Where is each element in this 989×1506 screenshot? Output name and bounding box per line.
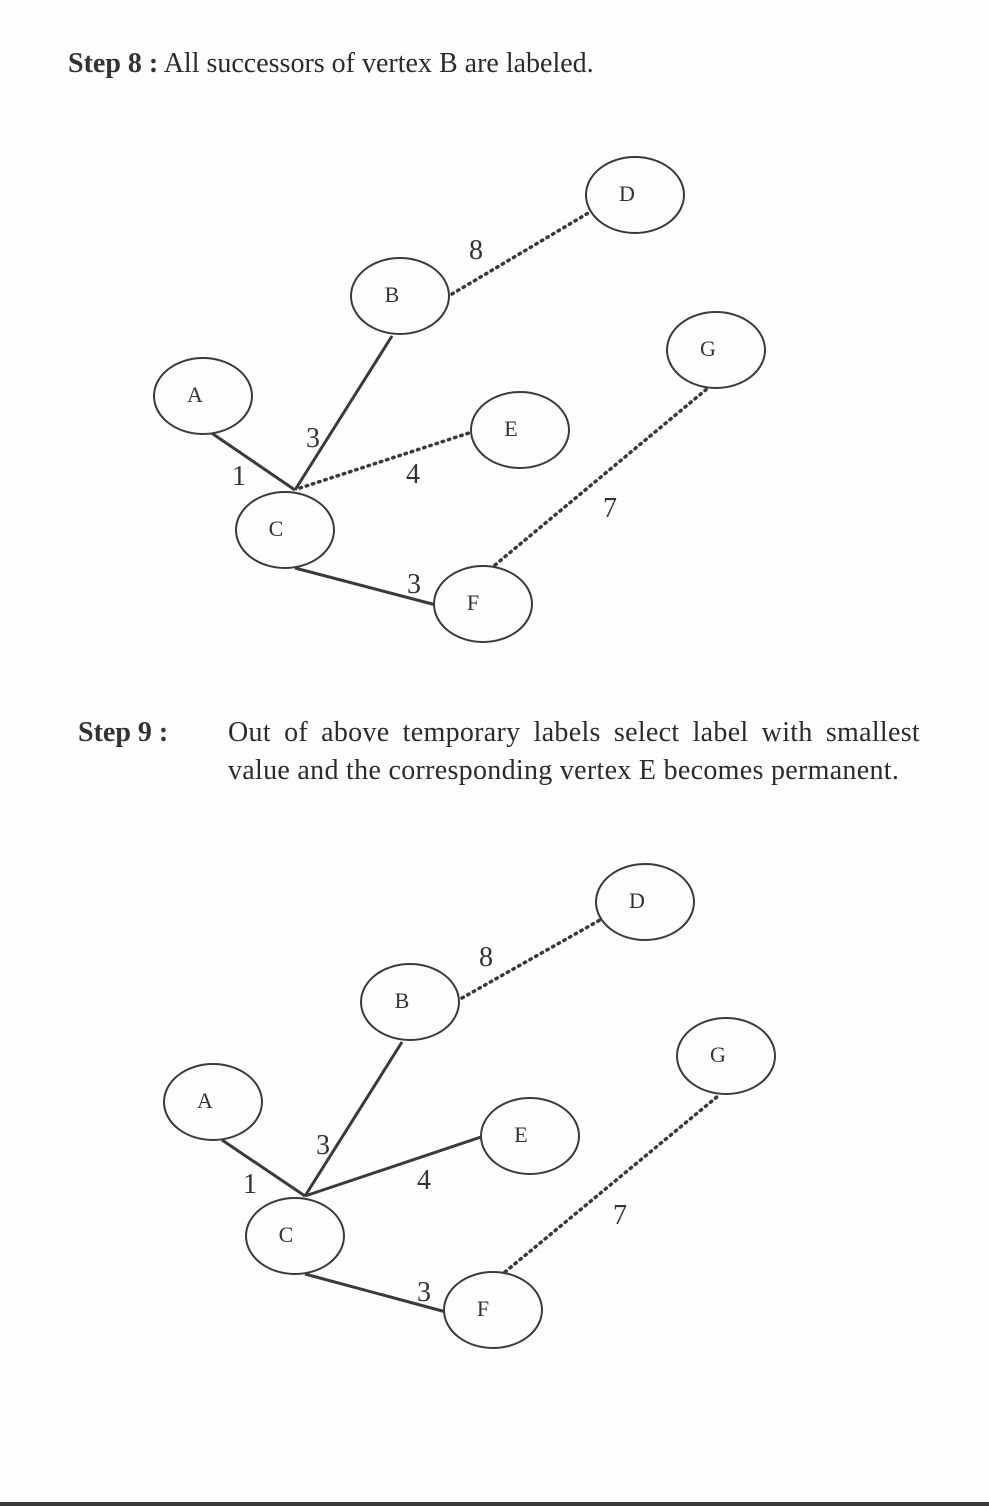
edge-c-b xyxy=(293,335,394,491)
node-e-label: E xyxy=(504,416,517,441)
weight-b-d: 8 xyxy=(479,942,493,973)
graph-step9: A B C D E F G 1 3 4 3 8 7 xyxy=(163,863,776,1349)
weight-a-c: 1 xyxy=(243,1169,257,1200)
node-d-label: D xyxy=(619,181,635,206)
node-d-label: D xyxy=(629,888,645,913)
step8-description: All successors of vertex B are labeled. xyxy=(163,48,594,79)
node-c-label: C xyxy=(279,1222,294,1247)
weight-c-e: 4 xyxy=(417,1165,431,1196)
node-f xyxy=(443,1271,543,1349)
node-c xyxy=(235,491,335,569)
edge-c-f xyxy=(304,1272,447,1314)
node-b-label: B xyxy=(395,988,410,1013)
edge-c-e xyxy=(304,1134,485,1198)
node-f-label: F xyxy=(477,1296,489,1321)
node-b xyxy=(350,257,450,335)
node-e xyxy=(470,391,570,469)
graph-step8: A B C D E F G 1 3 4 3 8 7 xyxy=(153,156,766,643)
node-d xyxy=(585,156,685,234)
edge-b-d xyxy=(460,918,602,1000)
node-g-label: G xyxy=(710,1042,726,1067)
weight-a-c: 1 xyxy=(232,461,246,492)
node-e xyxy=(480,1097,580,1175)
edge-f-g xyxy=(493,386,710,567)
page-bottom-rule xyxy=(0,1502,989,1506)
node-a-label: A xyxy=(187,382,203,407)
node-a xyxy=(163,1063,263,1141)
step9-label: Step 9 : xyxy=(78,717,169,748)
edge-f-g xyxy=(503,1094,720,1274)
weight-f-g: 7 xyxy=(603,493,617,524)
edge-a-c xyxy=(209,430,296,492)
weight-c-f: 3 xyxy=(407,569,421,600)
node-a xyxy=(153,357,253,435)
weight-b-d: 8 xyxy=(469,235,483,266)
node-g-label: G xyxy=(700,336,716,361)
weight-c-b: 3 xyxy=(306,423,320,454)
edge-a-c xyxy=(221,1138,306,1198)
edge-c-e xyxy=(298,430,474,490)
node-b-label: B xyxy=(385,282,400,307)
node-g xyxy=(666,311,766,389)
step9-caption: Step 9 : Out of above temporary labels s… xyxy=(78,714,920,790)
weight-c-e: 4 xyxy=(406,459,420,490)
edge-c-b xyxy=(303,1041,404,1197)
node-g xyxy=(676,1017,776,1095)
weight-c-f: 3 xyxy=(417,1277,431,1308)
node-e-label: E xyxy=(514,1122,527,1147)
node-c xyxy=(245,1197,345,1275)
step8-caption: Step 8 : All successors of vertex B are … xyxy=(68,46,948,82)
edge-c-f xyxy=(294,566,437,607)
node-c-label: C xyxy=(269,516,284,541)
node-f-label: F xyxy=(467,590,479,615)
weight-f-g: 7 xyxy=(613,1200,627,1231)
node-d xyxy=(595,863,695,941)
node-a-label: A xyxy=(197,1088,213,1113)
node-f xyxy=(433,565,533,643)
node-b xyxy=(360,963,460,1041)
step9-description: Out of above temporary labels select lab… xyxy=(228,717,920,786)
weight-c-b: 3 xyxy=(316,1130,330,1161)
edge-b-d xyxy=(450,210,592,296)
step8-label: Step 8 : xyxy=(68,48,159,79)
